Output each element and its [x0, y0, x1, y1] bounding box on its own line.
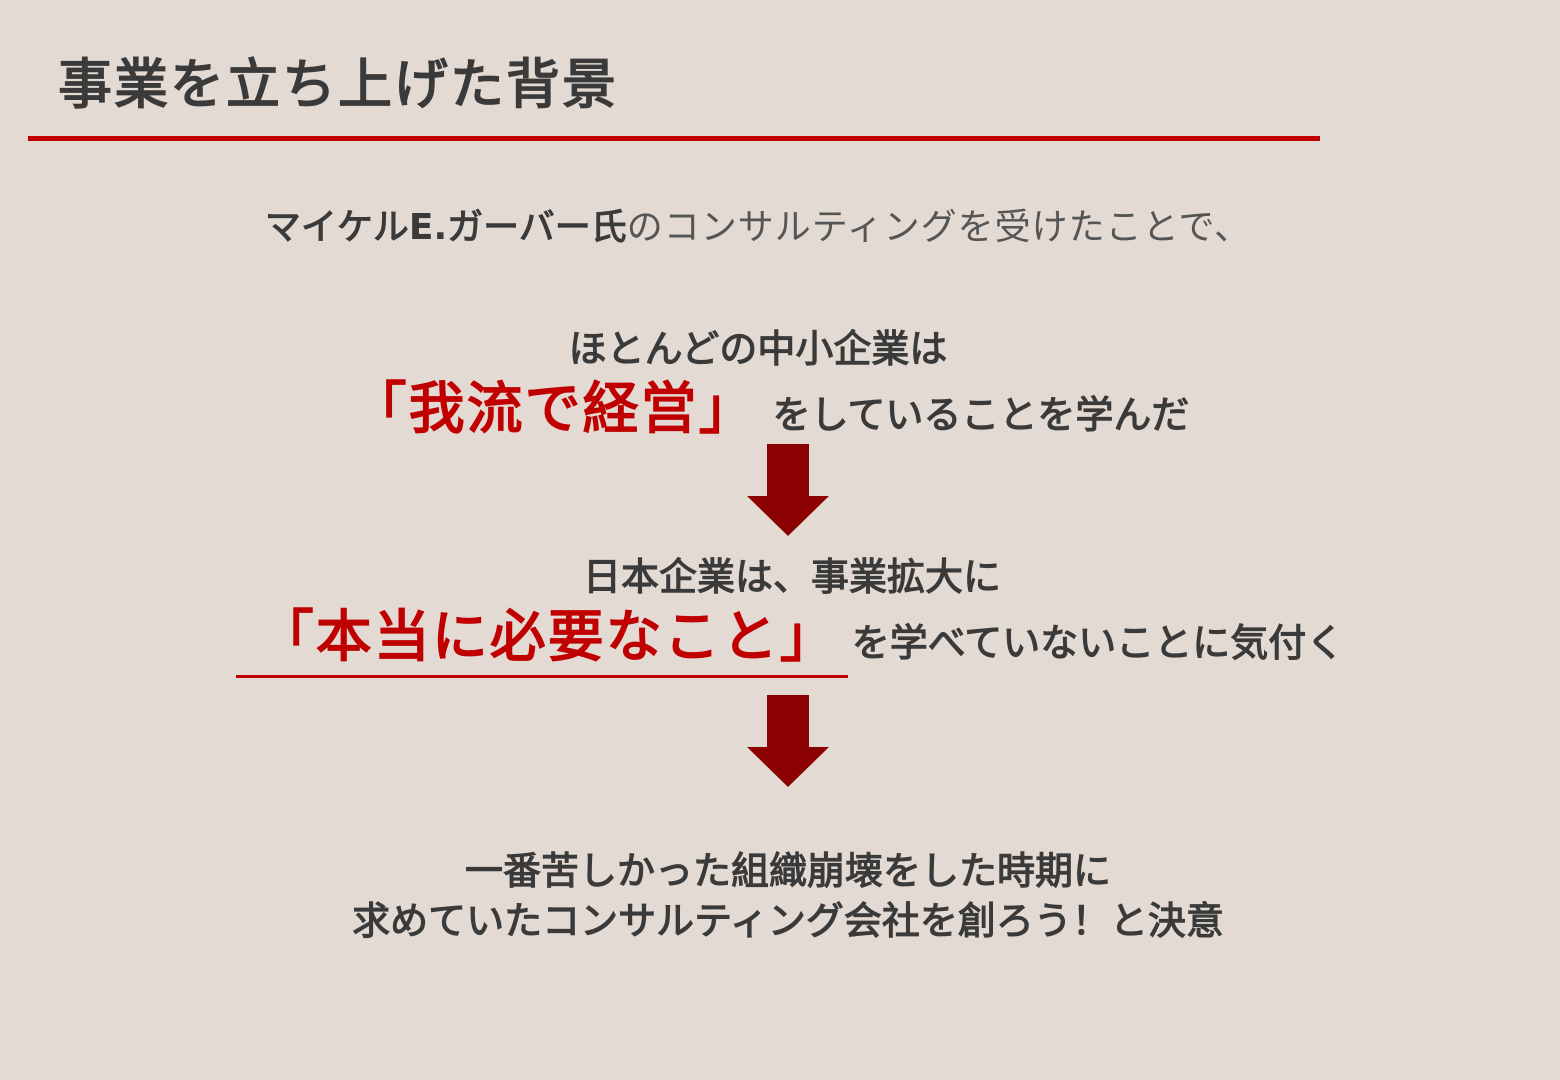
point2-lead: 日本企業は、事業拡大に: [582, 555, 1001, 599]
conclusion: 一番苦しかった組織崩壊をした時期に 求めていたコンサルティング会社を創ろう！と決…: [0, 846, 1560, 946]
conclusion-line-1: 一番苦しかった組織崩壊をした時期に: [464, 849, 1111, 893]
intro-name: マイケルE.ガーバー氏: [264, 207, 627, 248]
point2-rest: を学べていないことに気付く: [851, 621, 1345, 665]
point1-rest: をしていることを学んだ: [772, 393, 1190, 437]
intro-text: のコンサルティングを受けたことで、: [626, 207, 1252, 248]
slide-title: 事業を立ち上げた背景: [58, 53, 618, 116]
point1-lead: ほとんどの中小企業は: [568, 327, 948, 371]
point2-statement: 「本当に必要なこと」を学べていないことに気付く: [0, 592, 1560, 678]
intro-line: マイケルE.ガーバー氏のコンサルティングを受けたことで、: [0, 198, 1516, 250]
point2-accent: 「本当に必要なこと」: [235, 592, 848, 678]
down-arrow-icon: [747, 444, 829, 536]
down-arrow-icon: [747, 695, 829, 787]
point1-statement: 「我流で経営」をしていることを学んだ: [0, 364, 1540, 445]
conclusion-line-2: 求めていたコンサルティング会社を創ろう！と決意: [352, 899, 1224, 943]
title-divider: [28, 136, 1320, 141]
point1-accent: 「我流で経営」: [350, 377, 757, 442]
